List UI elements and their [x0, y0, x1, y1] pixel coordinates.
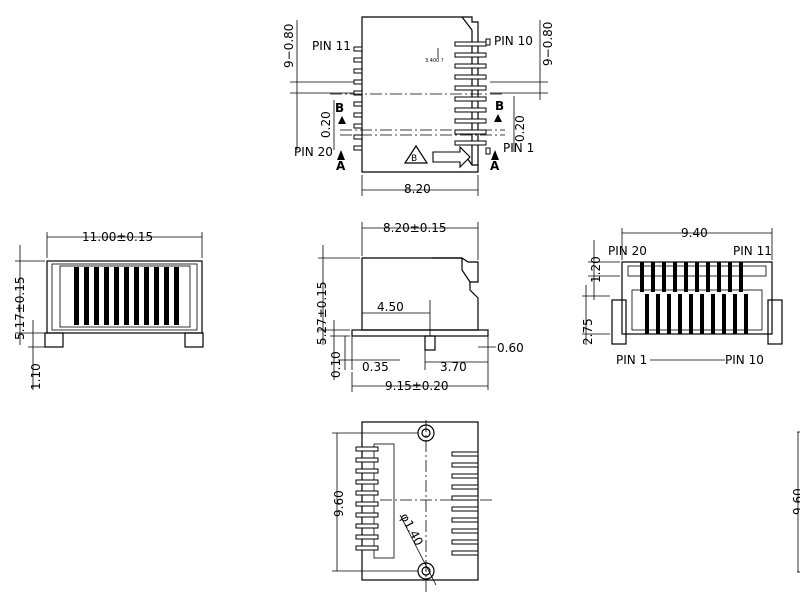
- rear-view-contacts-top: [640, 262, 743, 292]
- bottom-length-label: 9.60: [332, 490, 346, 517]
- dim-010-label: 0.10: [329, 351, 343, 378]
- gap-right-label: 0.20: [513, 115, 527, 142]
- edge-view-fragment: 9.60: [791, 431, 800, 573]
- rear-pin20-label: PIN 20: [608, 244, 647, 258]
- bottom-view-right-pins: [451, 451, 479, 556]
- front-view: 11.00±0.15 5.17±0.15 1.10: [13, 230, 204, 390]
- overall-label: 9.15±0.20: [385, 379, 449, 393]
- rear-view-peg-right: [767, 299, 783, 345]
- width-label: 8.20: [404, 182, 431, 196]
- front-view-contacts: [74, 267, 179, 325]
- section-b-left: B: [335, 101, 344, 115]
- rear-width-label: 9.40: [681, 226, 708, 240]
- rear-pin10-label: PIN 10: [725, 353, 764, 367]
- rear-view: 9.40 PIN 20 PIN 11 PIN 1 PIN 10 1.20 2.7…: [581, 226, 783, 367]
- front-view-body: [46, 260, 203, 334]
- dim-120-label: 1.20: [589, 256, 603, 283]
- section-b-right: B: [495, 99, 504, 113]
- dim-060-label: 0.60: [497, 341, 524, 355]
- rear-pin1-label: PIN 1: [616, 353, 647, 367]
- side-width-label: 8.20±0.15: [383, 221, 447, 235]
- dim-370-label: 3.70: [440, 360, 467, 374]
- front-view-foot-right: [184, 332, 204, 348]
- section-arrow-right: [494, 114, 502, 122]
- section-arrow-left: [338, 116, 346, 124]
- pin1-label: PIN 1: [503, 141, 534, 155]
- front-view-foot-left: [44, 332, 64, 348]
- hole-leader: [399, 514, 437, 586]
- pitch-left-label: 9−0.80: [282, 24, 296, 68]
- side-view-base: [351, 329, 489, 337]
- triangle-mark: [403, 144, 429, 164]
- front-height-label: 5.17±0.15: [13, 277, 27, 341]
- side-view-post: [424, 335, 436, 351]
- bottom-view: φ1.40 9.60: [332, 420, 495, 592]
- edge-length-label: 9.60: [791, 488, 800, 515]
- pin20-label: PIN 20: [294, 145, 333, 159]
- dim-035-label: 0.35: [362, 360, 389, 374]
- gap-left-label: 0.20: [319, 111, 333, 138]
- pin10-label: PIN 10: [494, 34, 533, 48]
- top-view-right-pins: [454, 38, 491, 155]
- rear-pin11-label: PIN 11: [733, 244, 772, 258]
- side-height-label: 5.27±0.15: [315, 282, 329, 346]
- side-view-body: [361, 257, 479, 331]
- side-view-latch: [461, 258, 471, 283]
- top-view-left-pins: [353, 46, 363, 151]
- section-a-right: A: [490, 159, 500, 173]
- section-arrow-a-right: [491, 150, 499, 160]
- hole-label: φ1.40: [397, 511, 426, 548]
- triangle-mark-label: B: [411, 154, 417, 164]
- pin11-label: PIN 11: [312, 39, 351, 53]
- front-width-label: 11.00±0.15: [82, 230, 153, 244]
- bottom-view-left-pins: [355, 446, 379, 551]
- tiny-note: 3.400 ?: [425, 58, 444, 64]
- front-foot-label: 1.10: [29, 363, 43, 390]
- rear-view-contacts-bottom: [645, 294, 748, 334]
- direction-arrow: [432, 145, 471, 169]
- rear-view-peg-left: [611, 299, 627, 345]
- section-arrow-a-left: [337, 150, 345, 160]
- top-view-outline: [361, 16, 479, 173]
- section-a-left: A: [336, 159, 346, 173]
- side-view: 8.20±0.15 5.27±0.15 4.50 0.35 3.70 0.60 …: [315, 221, 524, 393]
- bottom-view-body: [361, 421, 479, 581]
- top-view-chamfer: [461, 16, 473, 31]
- dim-450-label: 4.50: [377, 300, 404, 314]
- pitch-right-label: 9−0.80: [541, 22, 555, 66]
- top-view: 9−0.80 0.20 9−0.80 0.20 PIN 11 PIN 10 PI…: [282, 16, 555, 196]
- dim-275-label: 2.75: [581, 318, 595, 345]
